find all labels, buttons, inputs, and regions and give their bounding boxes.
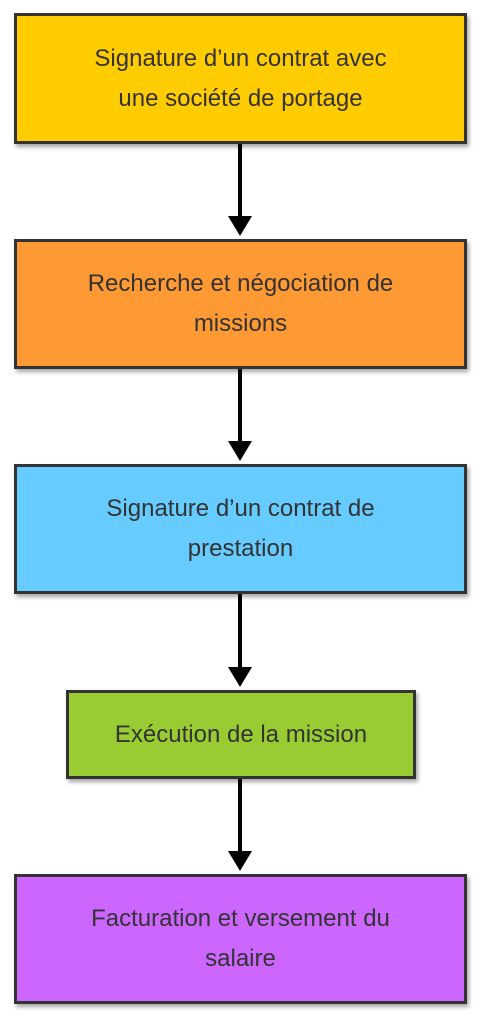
step-text: Signature d’un contrat de prestation — [106, 489, 374, 569]
step-text-line: Recherche et négociation de — [87, 270, 394, 297]
arrow-down — [225, 144, 255, 239]
step-text-line: une société de portage — [118, 84, 363, 112]
step-text-line: Facturation et versement du — [91, 905, 390, 932]
step-text: Recherche et négociation de missions — [88, 264, 394, 344]
step-text-line: missions — [193, 310, 288, 337]
step-contract-portage: Signature d’un contrat avec une société … — [14, 13, 467, 144]
step-text-line: Signature d’un contrat de — [106, 495, 375, 522]
arrow-down — [225, 594, 255, 690]
step-mission-search: Recherche et négociation de missions — [14, 239, 467, 369]
arrow-down — [225, 369, 255, 464]
step-text: Exécution de la mission — [115, 715, 367, 755]
step-text-line: Exécution de la mission — [114, 720, 368, 748]
step-service-contract: Signature d’un contrat de prestation — [14, 464, 467, 594]
step-text: Signature d’un contrat avec une société … — [94, 39, 386, 119]
step-text-line: prestation — [187, 535, 294, 562]
step-text-line: Signature d’un contrat avec — [94, 44, 387, 72]
step-invoicing-salary: Facturation et versement du salaire — [14, 874, 467, 1004]
step-mission-execution: Exécution de la mission — [66, 690, 416, 779]
step-text: Facturation et versement du salaire — [91, 899, 390, 979]
arrow-down — [225, 779, 255, 874]
step-text-line: salaire — [205, 945, 276, 972]
